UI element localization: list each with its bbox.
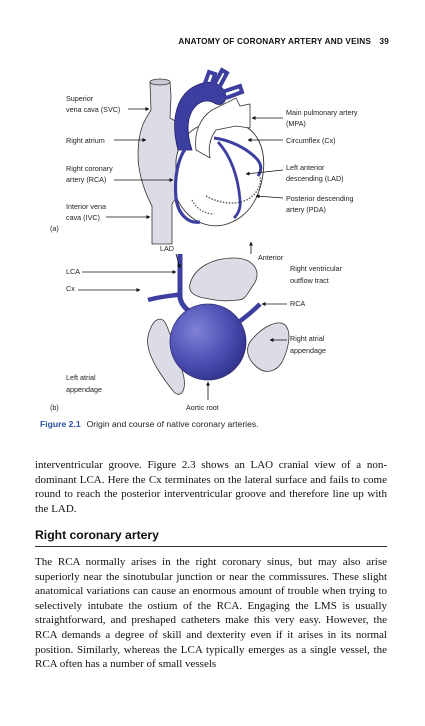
label-b-rvot-line2: outflow tract	[290, 276, 329, 285]
aortic-root-circle	[169, 303, 247, 381]
rca-vessel	[173, 147, 201, 224]
svc-top-opening	[149, 78, 171, 86]
label-mpa-line1: Main pulmonary artery	[286, 108, 358, 117]
section-heading: Right coronary artery	[35, 528, 159, 542]
label-b-laa-line2: appendage	[66, 385, 102, 394]
pulmonary-artery-shape	[195, 97, 251, 159]
label-lad-line1: Left anterior	[286, 163, 325, 172]
section-rule	[35, 546, 387, 547]
label-rca-line1: Right coronary	[66, 164, 113, 173]
rvot-shape	[189, 257, 258, 302]
label-b-lad: LAD	[160, 244, 174, 253]
figure-caption: Figure 2.1 Origin and course of native co…	[40, 419, 259, 429]
label-b-lca: LCA	[66, 267, 80, 276]
label-right-atrium: Right atrium	[66, 136, 105, 145]
aorta-arch	[174, 81, 227, 151]
body-paragraph-1: interventricular groove. Figure 2.3 show…	[35, 458, 387, 516]
label-svc-line2: vena cava (SVC)	[66, 105, 120, 114]
running-header-title: ANATOMY OF CORONARY ARTERY AND VEINS	[178, 37, 371, 46]
running-header: ANATOMY OF CORONARY ARTERY AND VEINS 39	[178, 37, 389, 46]
cx-vessel-b	[147, 291, 183, 303]
right-atrial-appendage-shape	[247, 322, 290, 372]
panel-a-diagram: Superior vena cava (SVC) Right atrium Ri…	[50, 67, 358, 245]
aortic-branches	[203, 67, 245, 100]
label-b-rca: RCA	[290, 299, 305, 308]
figure-caption-number: Figure 2.1	[40, 419, 81, 429]
label-b-raa-line2: appendage	[290, 346, 326, 355]
panel-b-diagram: LAD Anterior LCA Cx Right ventricular ou…	[50, 241, 343, 412]
panel-b-tag: (b)	[50, 403, 59, 412]
label-b-anterior: Anterior	[258, 253, 284, 262]
label-b-laa-line1: Left atrial	[66, 373, 96, 382]
label-pda-line2: artery (PDA)	[286, 205, 326, 214]
circumflex-vessel	[213, 136, 263, 177]
label-b-aortic-root: Aortic root	[186, 403, 219, 412]
label-lad-line2: descending (LAD)	[286, 174, 344, 183]
pda-dotted-vessel-2	[191, 199, 215, 215]
figure-caption-text: Origin and course of native coronary art…	[86, 419, 259, 429]
body-paragraph-2-text: The RCA normally arises in the right cor…	[35, 556, 387, 671]
left-atrial-appendage-shape	[147, 318, 185, 395]
panel-a-tag: (a)	[50, 224, 59, 233]
label-b-rvot-line1: Right ventricular	[290, 264, 343, 273]
label-ivc-line2: cava (IVC)	[66, 213, 100, 222]
label-mpa-line2: (MPA)	[286, 119, 306, 128]
body-paragraph-1-text: interventricular groove. Figure 2.3 show…	[35, 459, 387, 515]
label-pda-line1: Posterior descending	[286, 194, 354, 203]
lad-vessel	[216, 141, 242, 219]
pda-dotted-vessel	[205, 175, 262, 204]
label-b-raa-line1: Right atrial	[290, 334, 325, 343]
label-b-cx: Cx	[66, 284, 75, 293]
label-rca-line2: artery (RCA)	[66, 175, 106, 184]
coronary-anatomy-figure: Superior vena cava (SVC) Right atrium Ri…	[50, 67, 358, 412]
label-cx: Circumflex (Cx)	[286, 136, 336, 145]
body-paragraph-2: The RCA normally arises in the right cor…	[35, 555, 387, 672]
label-svc-line1: Superior	[66, 94, 94, 103]
page-number: 39	[379, 37, 389, 46]
label-ivc-line1: Interior vena	[66, 202, 106, 211]
